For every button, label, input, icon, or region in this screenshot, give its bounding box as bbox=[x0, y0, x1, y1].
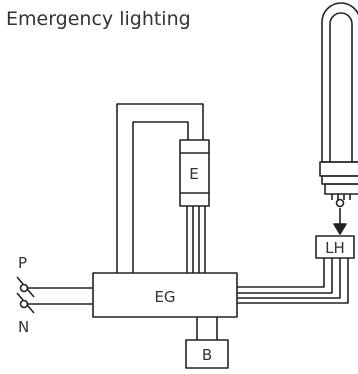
phase-label: P bbox=[18, 254, 27, 272]
battery-box bbox=[185, 339, 229, 369]
lampholder-box bbox=[315, 235, 355, 259]
ballast-box bbox=[92, 272, 238, 318]
battery-wires bbox=[196, 317, 218, 340]
neutral-terminal bbox=[19, 299, 29, 309]
emergency-unit-box bbox=[179, 139, 210, 207]
lamp-tube bbox=[321, 2, 358, 163]
emergency-unit-bands bbox=[180, 152, 209, 194]
neutral-label: N bbox=[18, 318, 29, 336]
bypass-loops bbox=[116, 103, 204, 273]
phase-terminal bbox=[19, 283, 29, 293]
lampholder-wires bbox=[237, 258, 349, 304]
battery-label: B bbox=[202, 346, 212, 364]
insertion-arrow bbox=[333, 208, 347, 235]
emergency-unit-wires bbox=[186, 206, 206, 273]
lamp-base bbox=[319, 161, 358, 208]
mains-input-wires bbox=[16, 276, 93, 314]
lampholder-label: LH bbox=[325, 239, 345, 257]
emergency-unit-label: E bbox=[189, 165, 198, 183]
diagram-title: Emergency lighting bbox=[6, 8, 191, 30]
ballast-label: EG bbox=[154, 288, 175, 306]
